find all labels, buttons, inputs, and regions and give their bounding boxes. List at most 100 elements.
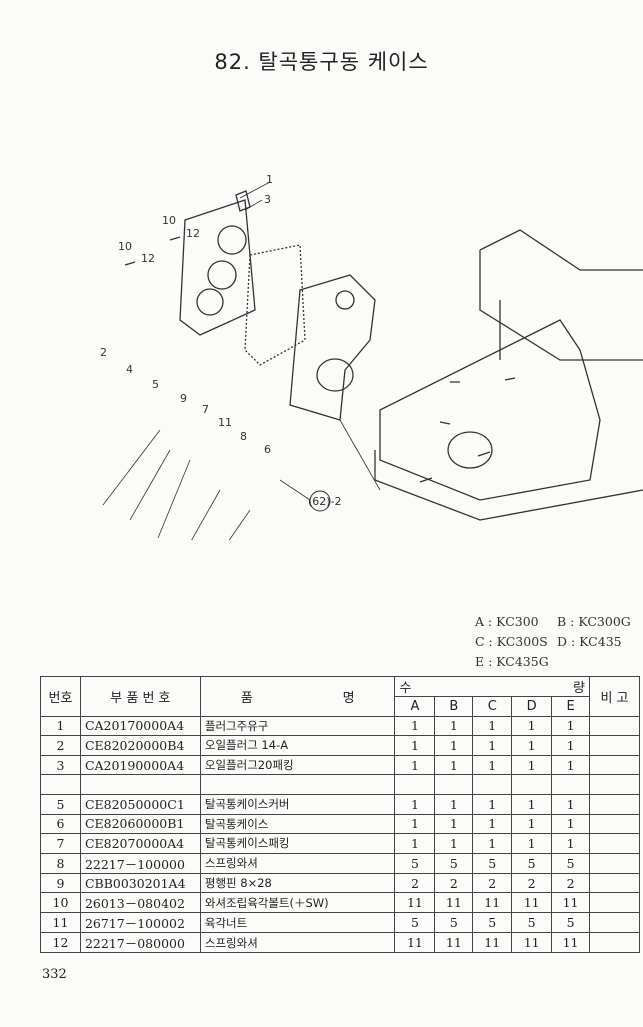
quantity-c: 5	[472, 912, 513, 934]
part-name: 스프링와셔	[199, 932, 396, 954]
row-number: 12	[40, 932, 81, 954]
callout-6: 6	[264, 443, 271, 456]
case-cover	[179, 199, 256, 336]
header-model-e: E	[551, 696, 591, 717]
row-number: 9	[40, 872, 81, 894]
quantity-b: 1	[434, 715, 474, 737]
header-model-b: B	[434, 696, 474, 717]
remarks	[589, 852, 640, 874]
part-number: CBB0030201A4	[79, 872, 201, 894]
remarks	[589, 754, 640, 776]
remarks	[589, 912, 640, 934]
part-number: CA20170000A4	[79, 715, 201, 737]
part-name: 스프링와셔	[199, 852, 396, 874]
row-number	[40, 774, 81, 795]
quantity-e: 1	[551, 754, 591, 776]
legend-e: E : KC435G	[475, 654, 549, 669]
quantity-c: 11	[472, 892, 513, 914]
quantity-b: 1	[434, 793, 474, 815]
quantity-e: 11	[551, 892, 591, 914]
quantity-d: 11	[511, 892, 553, 914]
quantity-b: 1	[434, 813, 474, 835]
quantity-b: 2	[434, 872, 474, 894]
part-name: 플러그주유구	[199, 715, 396, 737]
quantity-e	[551, 774, 591, 795]
callout-7: 7	[202, 403, 209, 416]
quantity-b: 11	[434, 892, 474, 914]
legend-c: C : KC300S	[475, 634, 548, 649]
table-row	[40, 774, 640, 795]
quantity-e: 1	[551, 715, 591, 737]
header-remarks: 비 고	[589, 676, 640, 717]
legend-d: D : KC435	[557, 634, 622, 649]
part-name: 오일플러그 14-A	[199, 735, 396, 756]
quantity-a: 1	[394, 813, 436, 835]
row-number: 6	[40, 813, 81, 835]
callout-10: 10	[118, 240, 132, 253]
part-number: 26013－080402	[79, 892, 201, 914]
part-name	[199, 774, 396, 795]
quantity-c: 1	[472, 813, 513, 835]
row-number: 5	[40, 793, 81, 815]
page-number: 332	[42, 967, 67, 982]
case-body	[289, 274, 376, 421]
row-number: 8	[40, 852, 81, 874]
quantity-e: 1	[551, 793, 591, 815]
quantity-b: 1	[434, 754, 474, 776]
quantity-b: 11	[434, 932, 474, 954]
quantity-c: 1	[472, 715, 513, 737]
remarks	[589, 932, 640, 954]
callout-5: 5	[152, 378, 159, 391]
row-number: 1	[40, 715, 81, 737]
quantity-b: 1	[434, 735, 474, 756]
reference-callout: (62)-2	[308, 495, 342, 508]
part-number: CE82070000A4	[79, 833, 201, 854]
row-number: 11	[40, 912, 81, 934]
header-no: 번호	[40, 676, 81, 717]
quantity-a: 1	[394, 735, 436, 756]
part-name: 오일플러그20패킹	[199, 754, 396, 776]
quantity-d	[511, 774, 553, 795]
part-number: CE82060000B1	[79, 813, 201, 835]
part-number: 22217－080000	[79, 932, 201, 954]
quantity-a	[394, 774, 436, 795]
callout-2: 2	[100, 346, 107, 359]
part-name: 탈곡통케이스	[199, 813, 396, 835]
quantity-c: 2	[472, 872, 513, 894]
quantity-e: 11	[551, 932, 591, 954]
quantity-e: 5	[551, 852, 591, 874]
quantity-e: 1	[551, 833, 591, 854]
quantity-b: 5	[434, 912, 474, 934]
quantity-d: 1	[511, 793, 553, 815]
legend-a: A : KC300	[475, 614, 539, 629]
part-number	[79, 774, 201, 795]
quantity-c: 1	[472, 793, 513, 815]
part-number: CE82020000B4	[79, 735, 201, 756]
quantity-c: 11	[472, 932, 513, 954]
row-number: 3	[40, 754, 81, 776]
part-name: 와셔조립육각볼트(＋SW)	[199, 892, 396, 914]
quantity-e: 1	[551, 735, 591, 756]
callout-12: 12	[141, 252, 155, 265]
quantity-d: 5	[511, 912, 553, 934]
remarks	[589, 715, 640, 737]
quantity-e: 1	[551, 813, 591, 835]
quantity-d: 11	[511, 932, 553, 954]
quantity-d: 1	[511, 813, 553, 835]
quantity-d: 1	[511, 754, 553, 776]
part-number: 26717－100002	[79, 912, 201, 934]
header-model-d: D	[511, 696, 553, 717]
quantity-a: 11	[394, 892, 436, 914]
quantity-a: 11	[394, 932, 436, 954]
